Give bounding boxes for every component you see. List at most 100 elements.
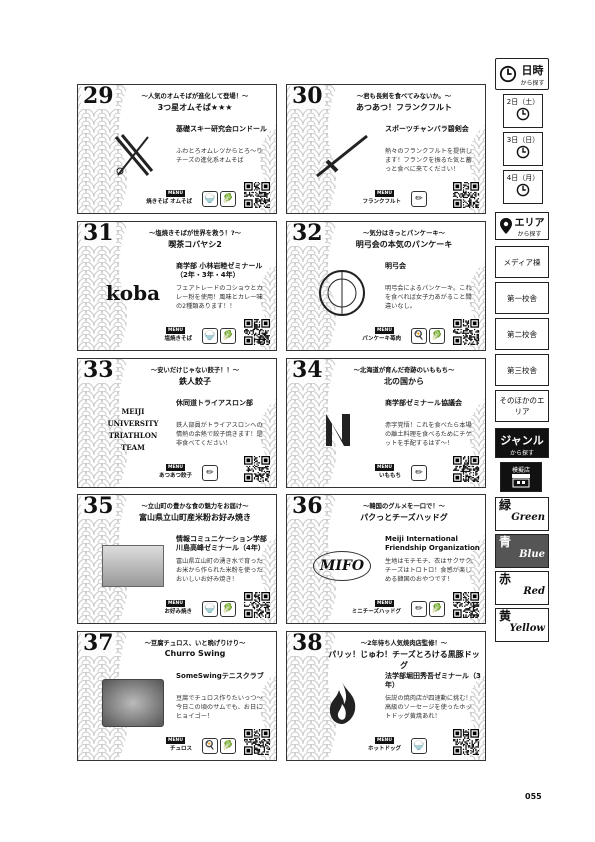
- shop-name: パリッ！じゅわ！チーズとろける黒豚ドッグ: [328, 650, 480, 670]
- tab-area[interactable]: エリア から探す: [495, 212, 549, 240]
- shop-image: [102, 541, 164, 591]
- food-category-icon: 🥬: [220, 738, 236, 754]
- shop-card[interactable]: 38 〜2年待ち人気焼肉店監修！〜 パリッ！じゅわ！チーズとろける黒豚ドッグ 法…: [286, 631, 486, 761]
- shop-name: 3つ星オムそば★★★: [157, 103, 233, 112]
- sword-icon: [316, 134, 368, 178]
- shop-card[interactable]: 30 〜君も長剣を食べてみないか。〜 あつあつ！フランクフルト スポーツチャンバ…: [286, 84, 486, 214]
- churro-photo: [102, 679, 164, 727]
- shop-name: Churro Swing: [164, 649, 226, 658]
- shop-card[interactable]: 35 〜立山町の豊かな食の魅力をお届け〜 富山県立山町産米粉お好み焼き 情報コミ…: [77, 494, 277, 624]
- shop-name: 富山県立山町産米粉お好み焼き: [139, 513, 251, 522]
- area-tab[interactable]: そのほかのエリア: [495, 390, 549, 422]
- qr-code[interactable]: [453, 592, 479, 618]
- flame-logo: [329, 682, 356, 724]
- date-sub: から探す: [520, 79, 545, 87]
- area-tab[interactable]: 第二校舎: [495, 318, 549, 350]
- shop-catchphrase: 〜北海道が育んだ奇跡のいももち〜: [353, 367, 455, 374]
- shop-catchphrase: 〜2年待ち人気焼肉店監修！〜: [360, 640, 448, 647]
- menu-items: いももち: [378, 473, 401, 479]
- tab-genre[interactable]: ジャンル から探す: [495, 428, 549, 458]
- area-tab[interactable]: 第一校舎: [495, 282, 549, 314]
- shop-name: 鉄人餃子: [179, 377, 211, 386]
- shop-number: 35: [81, 494, 116, 519]
- shop-card[interactable]: 31 〜塩焼きそばが世界を救う！?〜 喫茶コバヤシ2 koba 商学部 小林岩睦…: [77, 221, 277, 351]
- shop-card[interactable]: 37 〜豆腐チュロス、いと晩げりけり〜 Churro Swing SomeSwi…: [77, 631, 277, 761]
- color-genre-tab[interactable]: 緑 Green: [495, 497, 549, 531]
- qr-code[interactable]: [244, 456, 270, 482]
- shop-catchphrase: 〜君も長剣を食べてみないか。〜: [356, 93, 452, 100]
- shop-name: 明弓会の本気のパンケーキ: [355, 240, 453, 249]
- area-label: 第一校舎: [507, 293, 537, 303]
- color-word: Green: [511, 512, 545, 523]
- day-label: 2日（土）: [506, 98, 540, 106]
- menu-label: MENU: [375, 190, 394, 197]
- tab-shop[interactable]: 模擬店: [500, 462, 542, 492]
- shop-card[interactable]: 32 〜気分はきっとパンケーキ〜 明弓会の本気のパンケーキ 明弓会 明弓会による…: [286, 221, 486, 351]
- area-sub: から探す: [517, 231, 542, 238]
- shop-name: あつあつ！フランクフルト: [356, 103, 452, 112]
- shop-number: 31: [81, 221, 116, 246]
- area-tab[interactable]: メディア棟: [495, 246, 549, 278]
- qr-code[interactable]: [244, 182, 270, 208]
- qr-code[interactable]: [453, 729, 479, 755]
- shop-number: 32: [290, 221, 325, 246]
- food-category-icon: ✏: [202, 465, 218, 481]
- qr-code[interactable]: [453, 456, 479, 482]
- food-category-icon: 🥬: [429, 328, 445, 344]
- group-name: 法学部堀田秀吾ゼミナール（3年）: [385, 672, 481, 689]
- menu-label: MENU: [166, 327, 185, 334]
- group-name: 商学部ゼミナール協議会: [385, 399, 462, 407]
- menu-items: お好み焼き: [164, 609, 192, 615]
- shop-name: 北の国から: [384, 377, 424, 386]
- shop-image: [311, 268, 373, 318]
- group-name: 商学部 小林岩睦ゼミナール（2年・3年・4年）: [176, 262, 263, 279]
- shop-image: [311, 405, 373, 455]
- shop-description: 明弓会によるパンケーキ。これを食べれば女子力あがること間違いなし。: [385, 285, 472, 310]
- shop-card[interactable]: 36 〜韓国のグルメを一口で！〜 パクっとチーズハッドグ MIFO Meiji …: [286, 494, 486, 624]
- menu-items: パンケーキ苺肉: [362, 336, 401, 342]
- shop-number: 29: [81, 84, 116, 109]
- tab-date[interactable]: 日時 から探す: [495, 58, 549, 90]
- food-category-icon: 🍳: [411, 328, 427, 344]
- color-word: Red: [523, 586, 545, 597]
- group-name: 明弓会: [385, 262, 406, 270]
- qr-code[interactable]: [244, 729, 270, 755]
- food-category-icon: 🍚: [202, 328, 218, 344]
- menu-items: ミニチーズハッドグ: [351, 609, 401, 615]
- shop-catchphrase: 〜安いだけじゃない餃子！！〜: [150, 367, 240, 374]
- day-label: 3日（日）: [506, 136, 540, 144]
- color-genre-tab[interactable]: 黄 Yellow: [495, 608, 549, 642]
- shop-card[interactable]: 34 〜北海道が育んだ奇跡のいももち〜 北の国から 商学部ゼミナール協議会 赤字…: [286, 358, 486, 488]
- group-name: 基礎スキー研究会ロンドール: [176, 125, 267, 133]
- shop-card[interactable]: 29 〜人気のオムそばが進化して登場！〜 3つ星オムそば★★★ 基礎スキー研究会…: [77, 84, 277, 214]
- color-kanji: 緑: [499, 498, 512, 512]
- day-tab[interactable]: 4日（月）: [503, 170, 543, 204]
- color-genre-tab[interactable]: 赤 Red: [495, 571, 549, 605]
- shop-image: [102, 678, 164, 728]
- group-name: スポーツチャンバラ碧剣会: [385, 125, 469, 133]
- shop-number: 33: [81, 358, 116, 383]
- area-label: 第三校舎: [507, 365, 537, 375]
- shop-description: 富山県立山町の湧き水で育ったお米から作られた米粉を使ったおいしいお好み焼き！: [176, 558, 263, 583]
- menu-items: 塩焼きそば: [164, 336, 192, 342]
- day-label: 4日（月）: [506, 174, 540, 182]
- page-number: 055: [525, 792, 542, 801]
- day-tab[interactable]: 2日（土）: [503, 94, 543, 128]
- qr-code[interactable]: [453, 182, 479, 208]
- qr-code[interactable]: [244, 319, 270, 345]
- group-name: 情報コミュニケーション学部 川島高峰ゼミナール（4年）: [176, 535, 267, 552]
- menu-label: MENU: [375, 600, 394, 607]
- area-tab[interactable]: 第三校舎: [495, 354, 549, 386]
- shop-name: 喫茶コバヤシ2: [168, 240, 222, 249]
- stall-icon: [512, 474, 530, 488]
- menu-items: フランクフルト: [362, 199, 401, 205]
- day-tab[interactable]: 3日（日）: [503, 132, 543, 166]
- menu-items: 焼きそば オムそば: [146, 199, 192, 205]
- qr-code[interactable]: [244, 592, 270, 618]
- color-genre-tab[interactable]: 青 Blue: [495, 534, 549, 568]
- shop-image: [102, 131, 164, 181]
- qr-code[interactable]: [453, 319, 479, 345]
- shop-description: 生地はモチモチ、衣はサクサク、チーズはトロトロ！食感が楽しめる韓国のおやつです！: [385, 558, 477, 583]
